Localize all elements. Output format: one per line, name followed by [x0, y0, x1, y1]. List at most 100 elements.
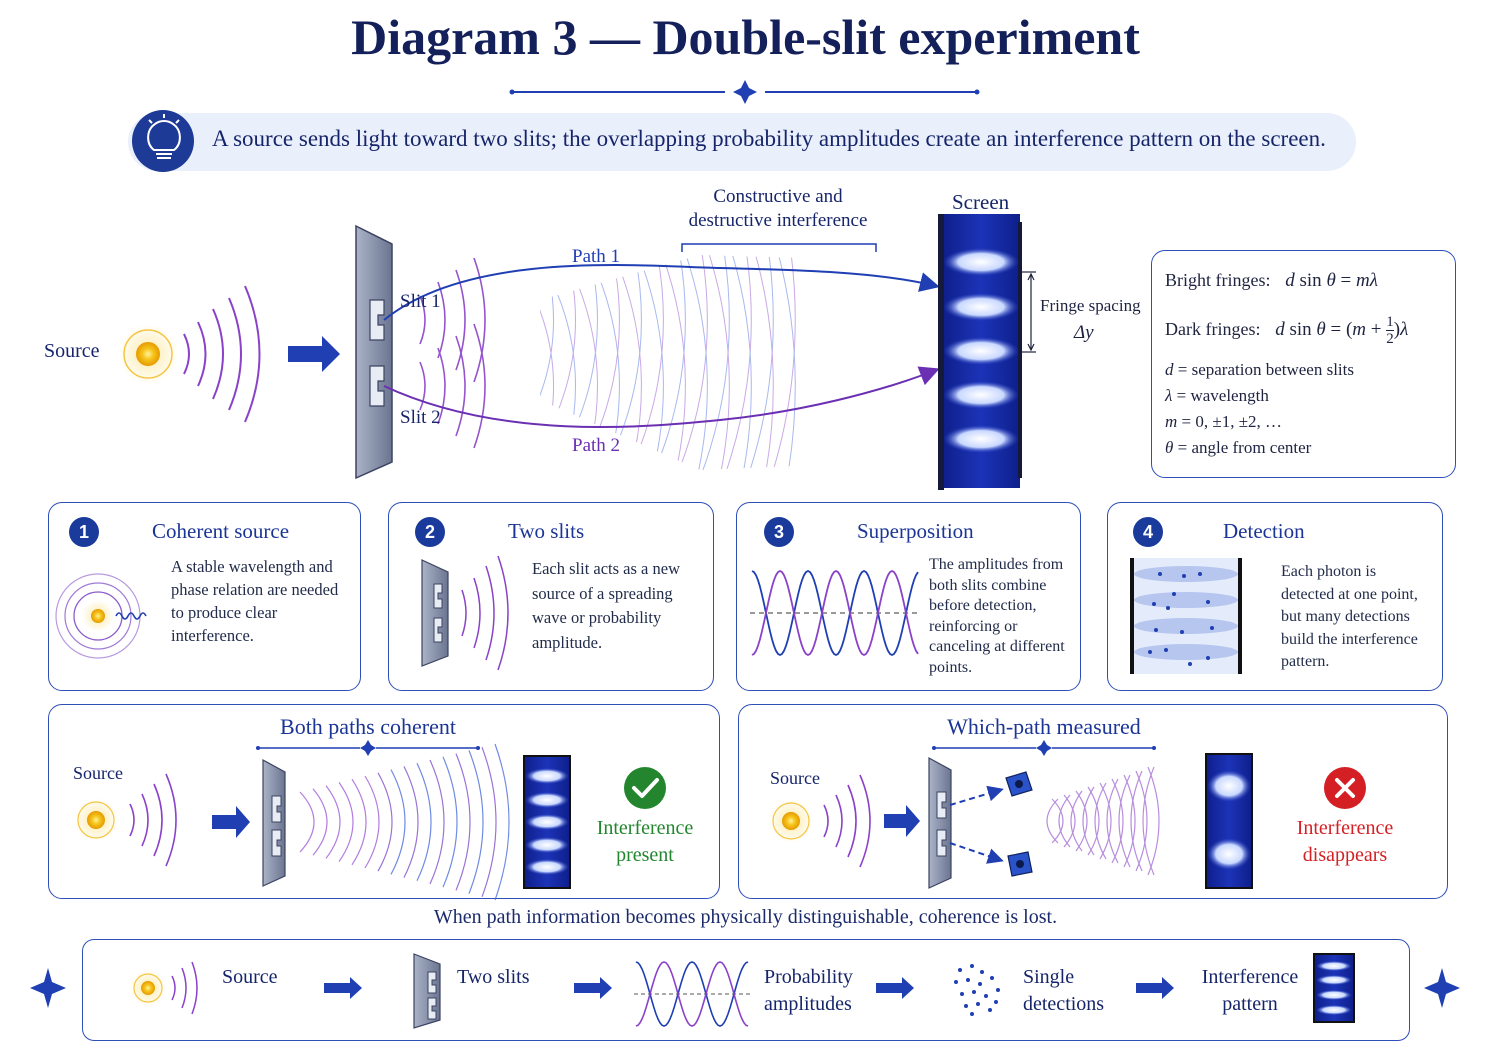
- detection-dot: [1152, 602, 1156, 606]
- incoherent-wavefront: [1063, 794, 1076, 848]
- step-4-number: 4: [1133, 517, 1163, 547]
- interference-disappears-line2: disappears: [1302, 844, 1388, 866]
- flow-detection-dot: [970, 964, 974, 968]
- d-definition-text: = separation between slits: [1177, 360, 1354, 379]
- flow-source-label: Source: [222, 966, 278, 988]
- m-definition-text: = 0, ±1, ±2, …: [1181, 412, 1283, 431]
- flow-detection-dot: [972, 990, 976, 994]
- compare-right-title: Which-path measured: [947, 714, 1141, 739]
- incoherent-wavefront: [1087, 786, 1100, 856]
- page-title: Diagram 3 — Double-slit experiment: [351, 9, 1140, 65]
- incoherent-wavefront: [1147, 766, 1160, 876]
- d-definition: d = separation between slits: [1165, 360, 1354, 379]
- mesh-arc: [708, 255, 796, 470]
- compare-right-source-icon: [769, 799, 813, 843]
- incoherent-wavefront: [1046, 798, 1059, 844]
- mesh-arc: [639, 255, 708, 470]
- fringe-spacing-symbol: Δy: [1074, 322, 1094, 343]
- compare-left-wavefronts: [129, 773, 177, 867]
- mesh-arc: [540, 255, 576, 470]
- double-slit-plate: [355, 224, 393, 480]
- coherent-wavefront: [325, 785, 341, 859]
- superposition-waves-icon: [750, 569, 920, 657]
- step-4-text: Each photon is detected at one point, bu…: [1281, 563, 1418, 670]
- detection-dot: [1166, 606, 1170, 610]
- mesh-arc: [656, 255, 730, 470]
- coherent-wavefront: [338, 782, 354, 862]
- mesh-arc: [691, 255, 774, 470]
- compare-right-arrow-icon: [884, 805, 920, 837]
- mesh-arc: [501, 217, 532, 424]
- compare-right-waves: [1046, 766, 1160, 876]
- theta-definition: θ = angle from center: [1165, 438, 1312, 457]
- mesh-arc: [656, 255, 730, 470]
- right-arrow-icon: [288, 336, 340, 372]
- flow-detection-dot: [984, 994, 988, 998]
- mesh-arc: [691, 255, 774, 470]
- interference-present-line1: Interference: [596, 817, 694, 839]
- step-2-text: Each slit acts as a new source of a spre…: [532, 559, 680, 652]
- path-1-label: Path 1: [572, 246, 621, 267]
- flow-detections-icon: [954, 964, 1000, 1016]
- compare-left-divider: [256, 740, 480, 756]
- mesh-arc: [621, 255, 686, 470]
- sparkle-right-icon: [1424, 968, 1460, 1008]
- flow-source-icon: [130, 961, 198, 1015]
- step-3-number: 3: [764, 517, 794, 547]
- compare-right-screen: [1205, 753, 1253, 889]
- detection-dot: [1182, 574, 1186, 578]
- incoherent-wavefront: [1082, 786, 1095, 856]
- formula-box: [1151, 250, 1456, 478]
- flow-pattern-label-line2: pattern: [1222, 993, 1278, 1015]
- lambda-definition: λ = wavelength: [1165, 386, 1269, 405]
- flow-detection-dot: [994, 1000, 998, 1004]
- screen-label: Screen: [952, 190, 1010, 214]
- path-2-label: Path 2: [572, 435, 621, 456]
- check-icon: [624, 767, 666, 809]
- slit-2-label: Slit 2: [400, 407, 441, 428]
- incoherent-wavefront: [1058, 794, 1071, 848]
- two-slits-icon: [421, 555, 509, 671]
- which-path-detector-bottom-icon: [1007, 851, 1033, 877]
- incoherent-wavefront: [1111, 778, 1124, 864]
- interference-label-line1: Constructive and: [713, 186, 843, 207]
- flow-detection-dot: [978, 982, 982, 986]
- mesh-arc: [604, 255, 664, 470]
- incoherent-wavefront: [1094, 782, 1107, 860]
- cross-icon: [1324, 767, 1366, 809]
- detection-dot: [1210, 626, 1214, 630]
- flow-detection-dot: [960, 992, 964, 996]
- mesh-arc: [540, 255, 576, 455]
- flow-detection-dot: [970, 1012, 974, 1016]
- flow-detection-dot: [964, 1004, 968, 1008]
- interference-disappears-line1: Interference: [1296, 817, 1394, 839]
- title-divider: [509, 80, 980, 104]
- interference-bracket: [681, 243, 877, 252]
- step-1-number: 1: [69, 517, 99, 547]
- compare-left-source-icon: [74, 798, 118, 842]
- mesh-arc: [540, 255, 554, 440]
- detection-dot: [1154, 628, 1158, 632]
- detection-screen: [938, 214, 1022, 490]
- sparkle-left-icon: [30, 968, 66, 1008]
- coherent-wavefront: [468, 750, 484, 894]
- flow-detections-label-line2: detections: [1023, 993, 1105, 1015]
- flow-amplitudes-icon: [634, 961, 750, 1027]
- slit-1-label: Slit 1: [400, 291, 441, 312]
- detection-dots-icon: [1130, 558, 1242, 674]
- incoherent-wavefront: [1099, 782, 1112, 860]
- mesh-arc: [483, 298, 509, 474]
- compare-left-screen: [523, 755, 571, 889]
- incoherent-wavefront: [1051, 798, 1064, 844]
- incoherent-wavefront: [1123, 774, 1136, 868]
- detection-dot: [1206, 600, 1210, 604]
- detection-dot: [1148, 650, 1152, 654]
- incoherent-wavefront: [1135, 770, 1148, 872]
- flow-slits-label: Two slits: [457, 966, 530, 988]
- coherent-wavefront: [455, 753, 471, 891]
- mesh-arc: [540, 266, 554, 470]
- incoherent-wavefront: [1130, 770, 1143, 872]
- flow-arrow-3: [876, 977, 914, 999]
